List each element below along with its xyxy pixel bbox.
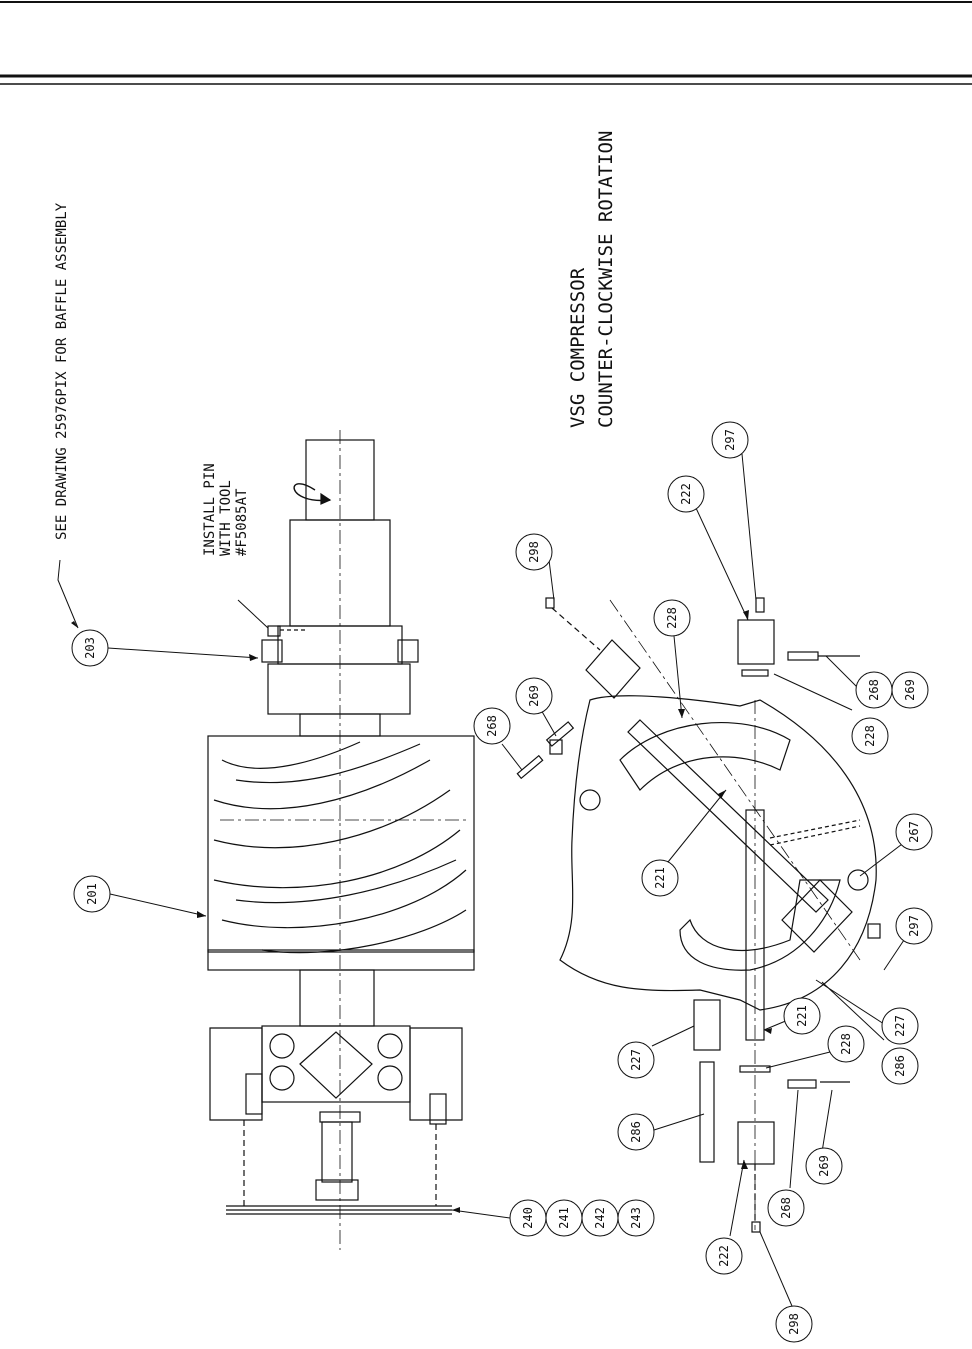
callout-222-upper: 222 [667,475,705,513]
callout-298-upper: 298 [515,533,553,571]
svg-text:227: 227 [629,1049,643,1071]
callout-227-left: 227 [617,1041,655,1079]
arrowheads [197,610,772,1213]
callout-228-upper: 228 [653,599,691,637]
svg-text:222: 222 [717,1245,731,1267]
callout-221-upper: 221 [641,859,679,897]
svg-text:267: 267 [907,821,921,843]
title-line-2: COUNTER-CLOCKWISE ROTATION [595,131,617,428]
title-line-1: VSG COMPRESSOR [567,267,589,428]
callout-268-lower: 268 [767,1189,805,1227]
svg-text:240: 240 [521,1207,535,1229]
install-line-2: WITH TOOL [218,480,234,556]
callout-222-lower: 222 [705,1237,743,1275]
svg-text:243: 243 [629,1207,643,1229]
callout-269-upper-left: 269 [515,677,553,715]
callout-268-upper-left: 268 [473,707,511,745]
slide-valve-assembly [516,597,881,1233]
callout-228-right: 228 [851,717,889,755]
callout-268-upper-right: 268 [855,671,893,709]
callout-221-lower: 221 [783,997,821,1035]
svg-text:286: 286 [893,1055,907,1077]
svg-text:286: 286 [629,1121,643,1143]
callout-297-upper: 297 [711,421,749,459]
svg-text:242: 242 [593,1207,607,1229]
install-line-3: #F5085AT [234,488,250,556]
svg-text:298: 298 [787,1313,801,1335]
callout-269-lower: 269 [805,1147,843,1185]
svg-text:228: 228 [863,725,877,747]
svg-text:268: 268 [485,715,499,737]
svg-text:268: 268 [779,1197,793,1219]
svg-text:222: 222 [679,483,693,505]
callout-297-lower: 297 [895,907,933,945]
callout-227-right: 227 [881,1007,919,1045]
see-drawing-text: SEE DRAWING 25976PIX FOR BAFFLE ASSEMBLY [54,202,70,540]
callout-bubbles: 203 201 240 241 242 243 298 269 268 228 … [71,421,933,1343]
callout-201: 201 [73,875,111,913]
callout-286-left: 286 [617,1113,655,1151]
svg-text:297: 297 [907,915,921,937]
callout-241: 241 [545,1199,583,1237]
callout-203: 203 [71,629,109,667]
callout-286-right: 286 [881,1047,919,1085]
install-pin-note: INSTALL PIN WITH TOOL #F5085AT [202,463,269,629]
svg-text:201: 201 [85,883,99,905]
title-note: VSG COMPRESSOR COUNTER-CLOCKWISE ROTATIO… [567,131,617,428]
callout-228-lower: 228 [827,1025,865,1063]
callout-267: 267 [895,813,933,851]
install-line-1: INSTALL PIN [202,463,218,556]
callout-240: 240 [509,1199,547,1237]
callout-269-upper-right: 269 [891,671,929,709]
svg-text:221: 221 [795,1005,809,1027]
svg-text:227: 227 [893,1015,907,1037]
svg-text:228: 228 [665,607,679,629]
svg-text:203: 203 [83,637,97,659]
leader-lines [107,453,911,1307]
svg-text:268: 268 [867,679,881,701]
see-drawing-note: SEE DRAWING 25976PIX FOR BAFFLE ASSEMBLY [54,202,79,629]
svg-text:269: 269 [527,685,541,707]
callout-242: 242 [581,1199,619,1237]
svg-text:228: 228 [839,1033,853,1055]
svg-text:297: 297 [723,429,737,451]
rotor-assembly [207,430,475,1250]
callout-243: 243 [617,1199,655,1237]
header-rules [0,1,972,85]
callout-298-lower: 298 [775,1305,813,1343]
svg-text:298: 298 [527,541,541,563]
svg-text:241: 241 [557,1207,571,1229]
svg-text:221: 221 [653,867,667,889]
svg-text:269: 269 [903,679,917,701]
svg-text:269: 269 [817,1155,831,1177]
